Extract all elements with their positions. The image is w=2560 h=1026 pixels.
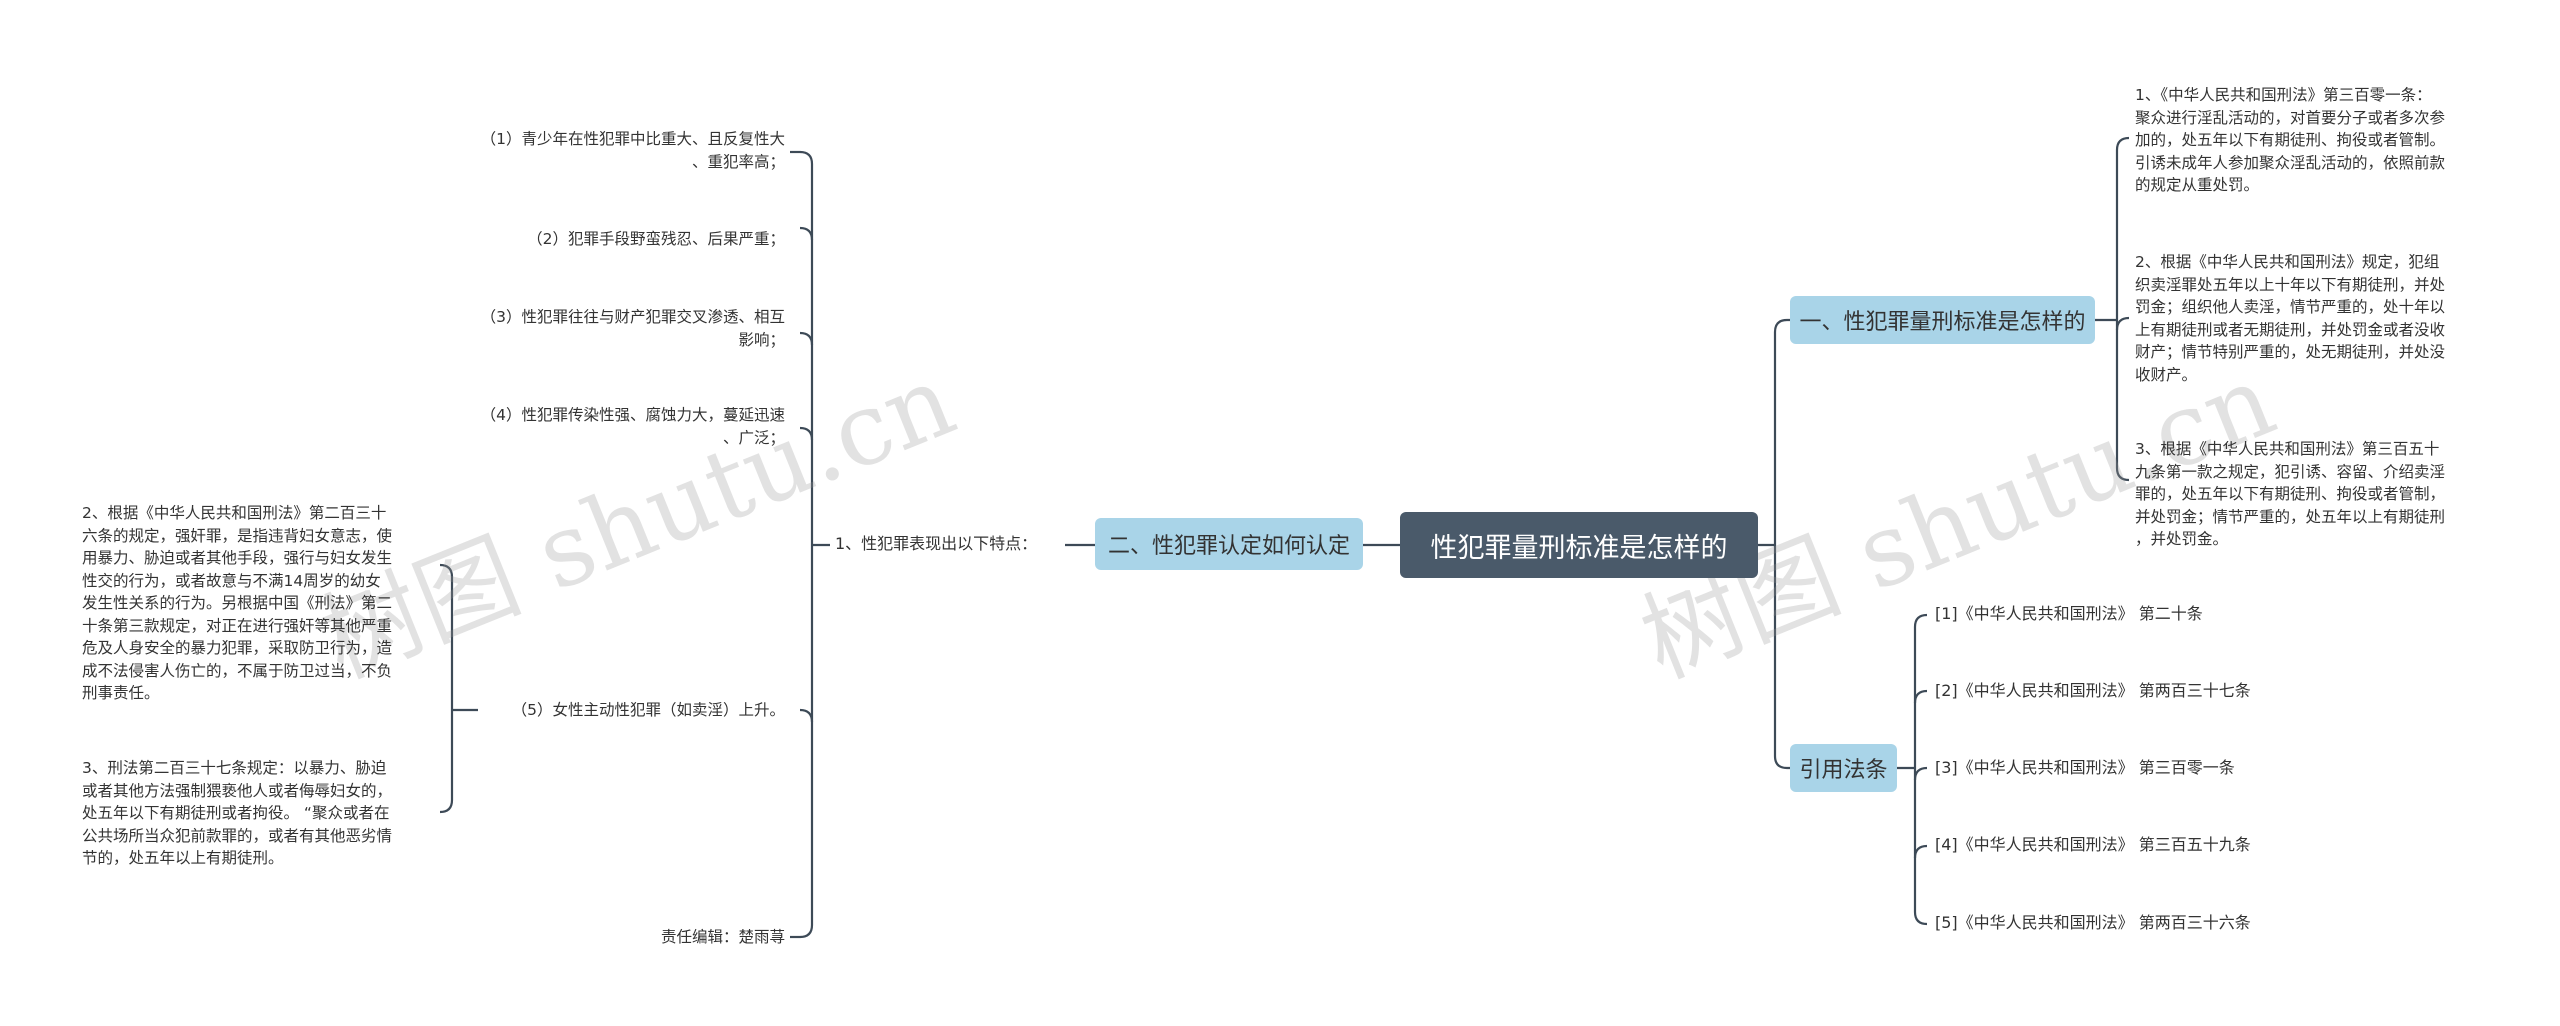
cited-law-1[interactable]: [1]《中华人民共和国刑法》 第二十条 [1935,604,2203,623]
feature-item-2[interactable]: （2）犯罪手段野蛮残忍、后果严重； [527,230,785,248]
feature-item-4[interactable]: （4）性犯罪传染性强、腐蚀力大，蔓延迅速 、广泛； [480,406,785,447]
sub-topic-features[interactable]: 1、性犯罪表现出以下特点： [835,534,1038,553]
sentencing-item-3[interactable]: 3、根据《中华人民共和国刑法》第三百五十 九条第一款之规定，犯引诱、容留、介绍卖… [2135,440,2446,548]
editor-credit[interactable]: 责任编辑：楚雨荨 [660,928,785,946]
bracket-rb1 [2115,136,2130,482]
cited-law-5[interactable]: [5]《中华人民共和国刑法》 第两百三十六条 [1935,913,2251,932]
branch-sentencing[interactable]: 一、性犯罪量刑标准是怎样的 [1790,296,2095,344]
bracket-left [799,150,814,939]
branch-identification[interactable]: 二、性犯罪认定如何认定 [1095,518,1363,570]
law-note-indecency[interactable]: 3、刑法第二百三十七条规定：以暴力、胁迫 或者其他方法强制猥亵他人或者侮辱妇女的… [82,759,393,867]
bracket-item5 [439,563,454,814]
sentencing-item-2[interactable]: 2、根据《中华人民共和国刑法》规定，犯组 织卖淫罪处五年以上十年以下有期徒刑，并… [2135,253,2446,384]
law-note-rape[interactable]: 2、根据《中华人民共和国刑法》第二百三十 六条的规定，强奸罪，是指违背妇女意志，… [82,504,393,702]
feature-item-5[interactable]: （5）女性主动性犯罪（如卖淫）上升。 [511,701,785,719]
feature-item-1[interactable]: （1）青少年在性犯罪中比重大、且反复性大 、重犯率高； [480,130,785,171]
cited-law-2[interactable]: [2]《中华人民共和国刑法》 第两百三十七条 [1935,681,2251,700]
bracket-rb2 [1913,613,1928,926]
sentencing-item-1[interactable]: 1、《中华人民共和国刑法》第三百零一条： 聚众进行淫乱活动的，对首要分子或者多次… [2135,86,2446,194]
cited-law-4[interactable]: [4]《中华人民共和国刑法》 第三百五十九条 [1935,835,2251,854]
branch-cited-laws[interactable]: 引用法条 [1790,744,1897,792]
cited-law-3[interactable]: [3]《中华人民共和国刑法》 第三百零一条 [1935,758,2235,777]
trunk-right [1773,318,1790,545]
root-node[interactable]: 性犯罪量刑标准是怎样的 [1400,512,1758,578]
feature-item-3[interactable]: （3）性犯罪往往与财产犯罪交叉渗透、相互 影响； [480,308,785,349]
